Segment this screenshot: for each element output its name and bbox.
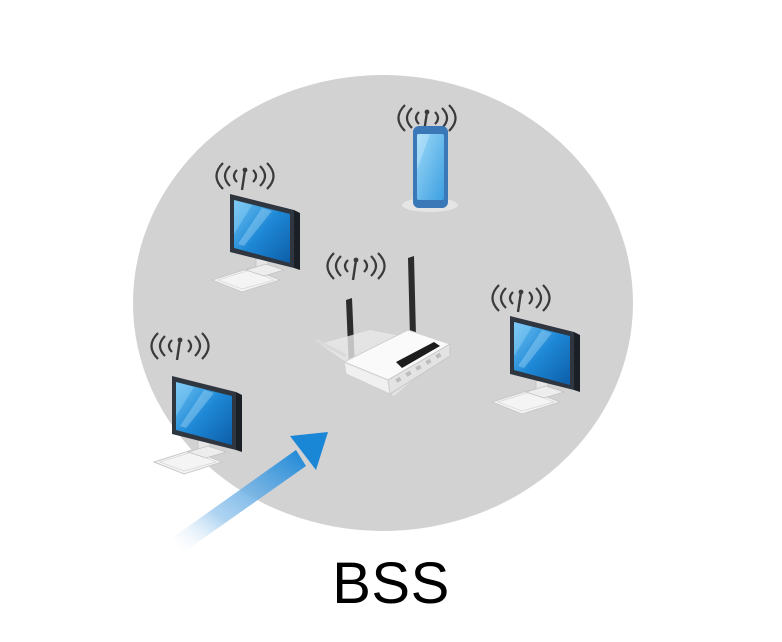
wireless-router-icon	[315, 256, 452, 396]
bss-label: BSS	[332, 551, 450, 616]
arrow-icon	[172, 432, 328, 552]
bss-coverage-area	[133, 75, 633, 531]
smartphone-icon	[402, 126, 458, 212]
